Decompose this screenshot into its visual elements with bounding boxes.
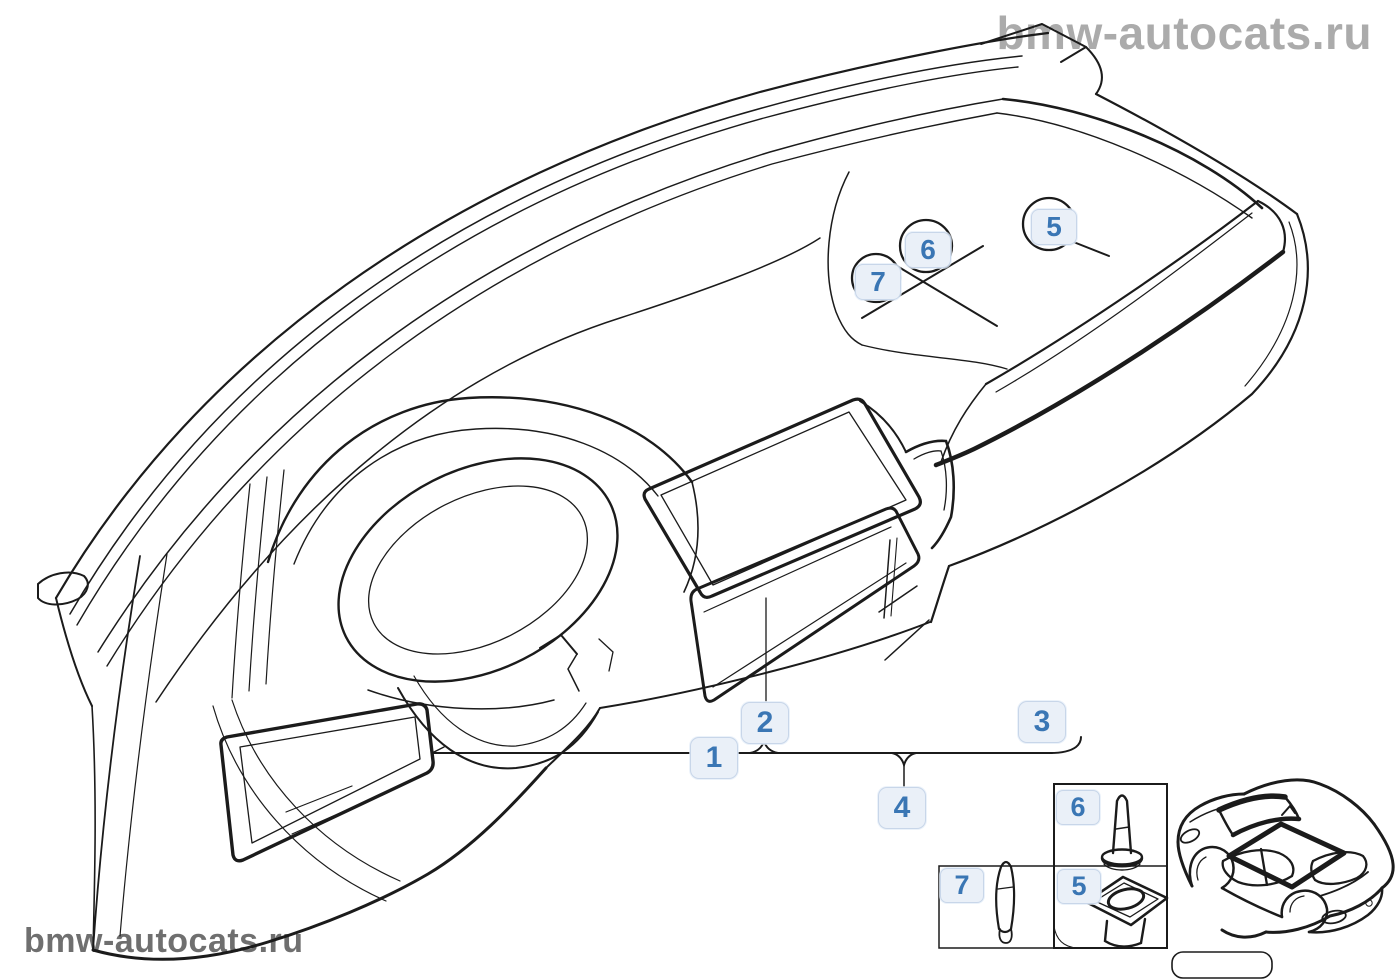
body-nut-icon	[1084, 875, 1169, 948]
callout-7-badge[interactable]: 7	[855, 264, 901, 300]
dash-right-side	[929, 199, 1309, 624]
callout-6-badge[interactable]: 6	[905, 232, 951, 268]
dash-top-sweeps	[54, 23, 1299, 703]
callout-2-badge[interactable]: 2	[741, 702, 789, 744]
parts-cell-5-badge[interactable]: 5	[1057, 869, 1101, 904]
bmw-coupe-icon	[1176, 778, 1395, 939]
parts-cell-6-badge[interactable]: 6	[1056, 790, 1100, 825]
callout-lines	[431, 196, 1110, 788]
left-side-panel	[37, 553, 548, 961]
parts-cell-7-badge[interactable]: 7	[940, 868, 984, 903]
parts-panel	[938, 783, 1273, 979]
callout-1-badge[interactable]: 1	[690, 737, 738, 779]
callout-circle-6	[898, 218, 954, 274]
expanding-rivet-icon	[1100, 794, 1144, 871]
parts-cell-7-box	[938, 865, 1055, 949]
watermark-bottom-left: bmw-autocats.ru	[24, 922, 304, 960]
callout-3-badge[interactable]: 3	[1018, 701, 1066, 743]
callout-5-badge[interactable]: 5	[1031, 209, 1077, 245]
plastic-pin-icon	[995, 860, 1016, 944]
empty-slot-box	[1171, 951, 1273, 979]
callout-4-badge[interactable]: 4	[878, 787, 926, 829]
center-stack	[545, 397, 956, 769]
